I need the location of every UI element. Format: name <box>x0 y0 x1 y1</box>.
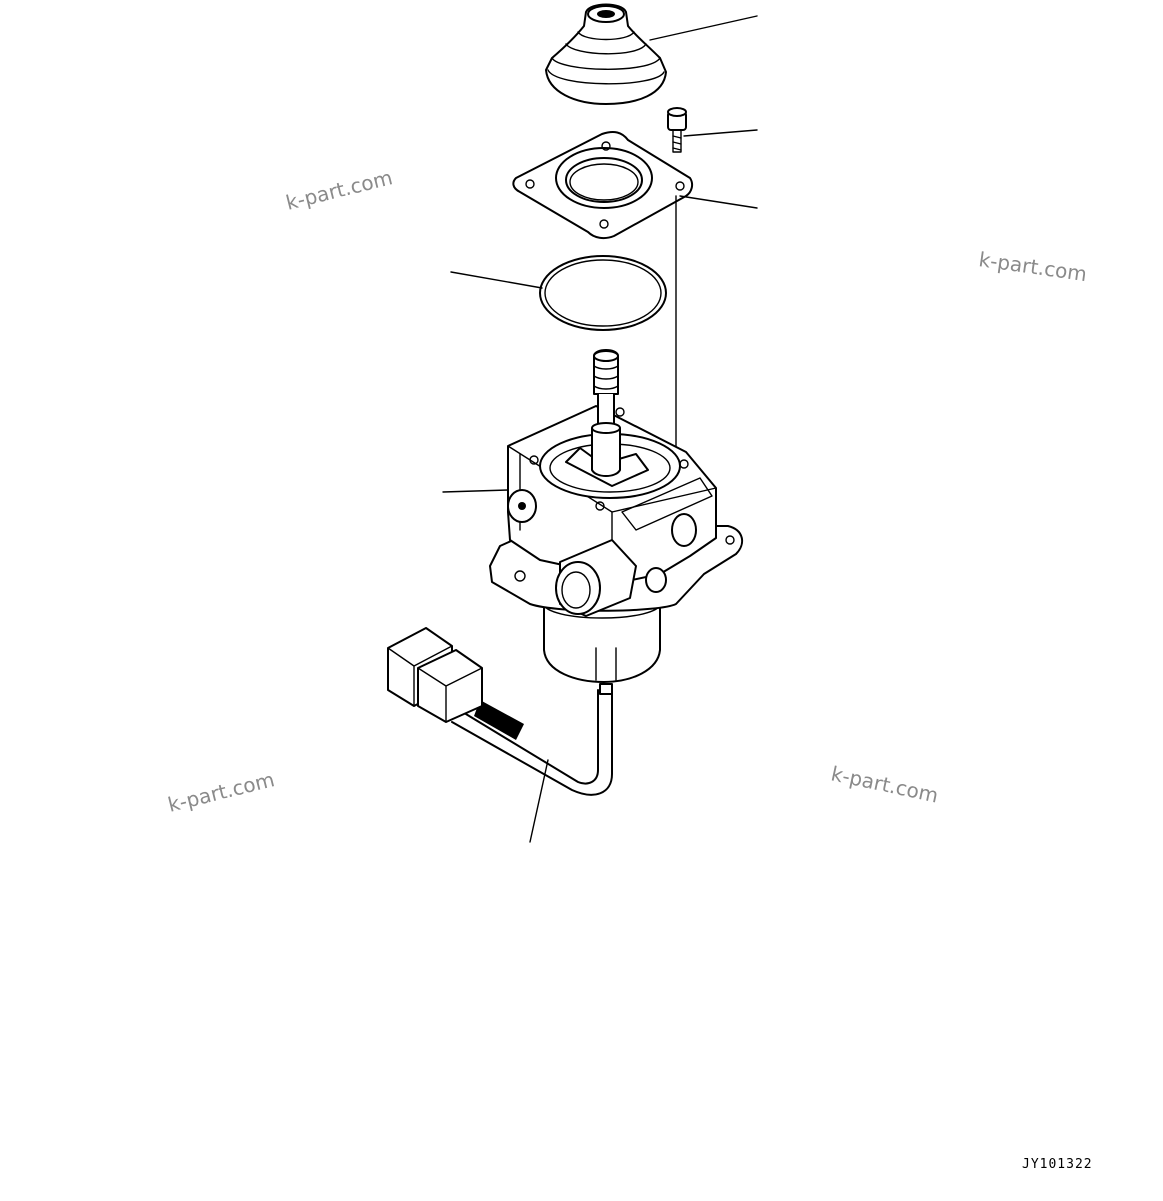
connector-plug[interactable] <box>387 627 483 723</box>
leader-line-harness <box>529 759 549 843</box>
mounting-plate[interactable] <box>512 131 694 240</box>
cap-screw[interactable] <box>667 107 687 153</box>
watermark-text: k-part.com <box>165 767 276 817</box>
lever-spool[interactable] <box>591 349 621 477</box>
watermark-text: k-part.com <box>977 247 1088 286</box>
watermark-text: k-part.com <box>829 761 941 807</box>
wire-harness[interactable] <box>451 683 613 796</box>
leader-line-valve <box>442 489 509 493</box>
rubber-boot[interactable] <box>545 3 667 105</box>
leader-line-plate <box>679 195 758 209</box>
leader-line-boot <box>649 15 758 41</box>
valve-body[interactable] <box>489 405 744 683</box>
leader-line-screw <box>683 129 758 137</box>
watermark-text: k-part.com <box>283 165 394 215</box>
drawing-code: JY101322 <box>1022 1157 1093 1172</box>
o-ring[interactable] <box>539 255 667 331</box>
leader-line-o-ring <box>450 271 543 289</box>
